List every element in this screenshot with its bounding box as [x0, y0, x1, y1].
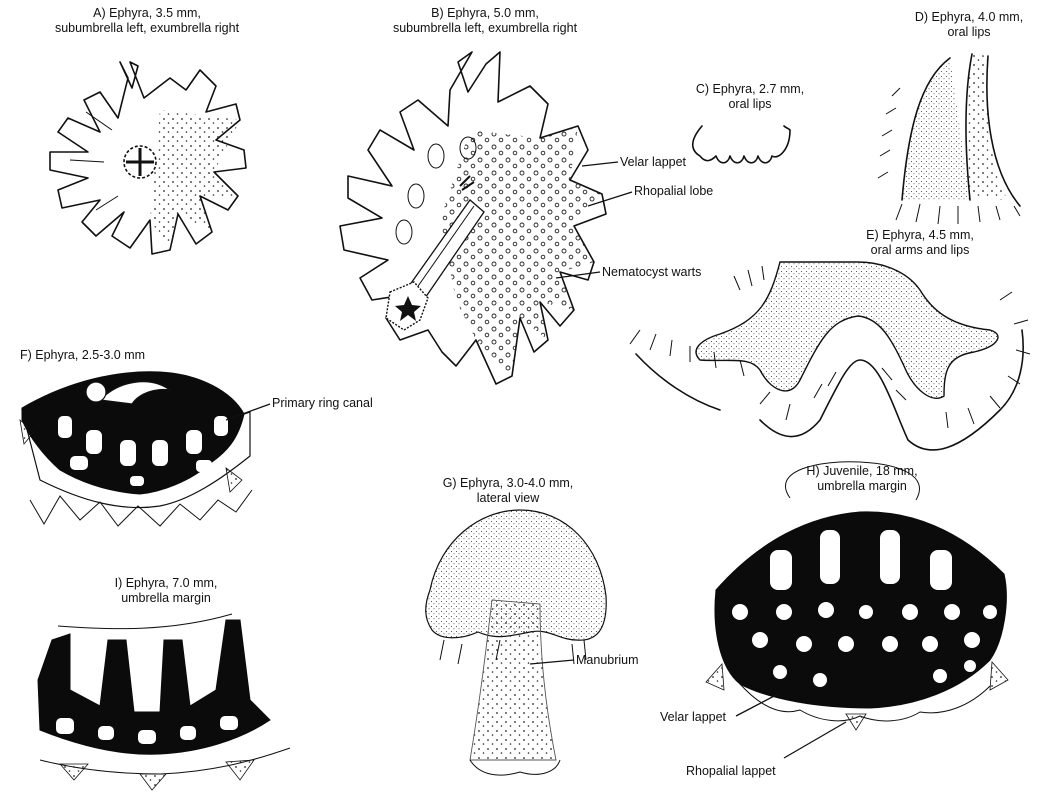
- ephyra-d-drawing: [878, 54, 1020, 224]
- caption-panel-e: E) Ephyra, 4.5 mm, oral arms and lips: [850, 228, 990, 258]
- ephyra-c-drawing: [693, 126, 790, 163]
- caption-panel-b: B) Ephyra, 5.0 mm, subumbrella left, exu…: [360, 6, 610, 36]
- label-velar-lappet-h: Velar lappet: [660, 710, 726, 725]
- label-nematocyst-warts: Nematocyst warts: [602, 265, 701, 280]
- ephyra-b-drawing: [340, 52, 606, 384]
- caption-panel-c: C) Ephyra, 2.7 mm, oral lips: [690, 82, 810, 112]
- leader-rhopalial-lappet: [784, 722, 846, 758]
- leader-velar-lappet-h: [736, 694, 778, 716]
- caption-panel-a: A) Ephyra, 3.5 mm, subumbrella left, exu…: [22, 6, 272, 36]
- ephyra-a-drawing: [50, 62, 246, 254]
- caption-panel-i: I) Ephyra, 7.0 mm, umbrella margin: [86, 576, 246, 606]
- label-rhopalial-lobe: Rhopalial lobe: [634, 184, 713, 199]
- ephyra-g-drawing: [426, 510, 606, 775]
- ephyra-f-drawing: [20, 372, 252, 526]
- label-primary-ring-canal: Primary ring canal: [272, 396, 373, 411]
- juvenile-h-drawing: [706, 462, 1008, 730]
- leader-velar-lappet-b: [582, 162, 618, 166]
- caption-panel-g: G) Ephyra, 3.0-4.0 mm, lateral view: [418, 476, 598, 506]
- caption-panel-f: F) Ephyra, 2.5-3.0 mm: [20, 348, 180, 363]
- label-rhopalial-lappet: Rhopalial lappet: [686, 764, 776, 779]
- caption-panel-d: D) Ephyra, 4.0 mm, oral lips: [904, 10, 1034, 40]
- label-velar-lappet-b: Velar lappet: [620, 155, 686, 170]
- ephyra-e-drawing: [630, 262, 1030, 450]
- label-manubrium: Manubrium: [576, 653, 639, 668]
- caption-panel-h: H) Juvenile, 18 mm, umbrella margin: [772, 464, 952, 494]
- ephyra-i-drawing: [38, 614, 290, 790]
